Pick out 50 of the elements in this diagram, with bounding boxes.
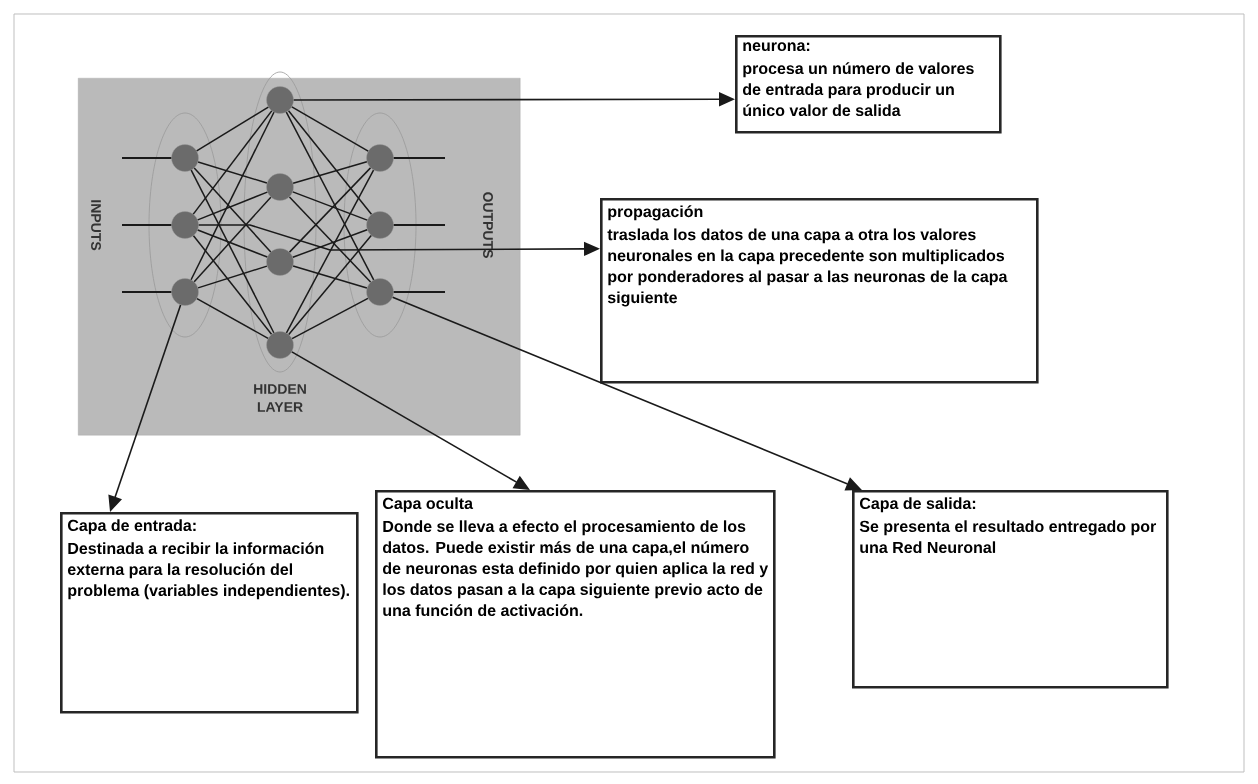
layer-label: HIDDEN LAYER bbox=[254, 384, 306, 412]
connection-line bbox=[291, 106, 369, 152]
connection-line bbox=[292, 229, 368, 258]
text-box: neurona: procesa un número de valores de entrada para producir un único valor de salida bbox=[735, 35, 1002, 134]
connection-line bbox=[195, 106, 270, 152]
connection-line bbox=[192, 235, 273, 335]
connection-line bbox=[292, 161, 368, 184]
neuron-circle bbox=[171, 144, 199, 172]
neuron-circle bbox=[266, 173, 294, 201]
connection-line bbox=[288, 167, 372, 253]
connection-line bbox=[193, 196, 272, 283]
text-box: Capa oculta Donde se lleva a efecto el procesamiento de los datos. Puede existir más de una capa,el número de neuronas esta definido por quien aplica la red y los datos pasan a la capa siguiente previo acto de una función de activación. bbox=[375, 490, 776, 759]
signal-line bbox=[392, 291, 446, 293]
text-box: Capa de entrada: Destinada a recibir la información externa para la resolución del problema (variables independientes). bbox=[60, 512, 359, 714]
signal-line bbox=[121, 291, 173, 293]
connection-line bbox=[190, 111, 275, 281]
connection-line bbox=[197, 161, 268, 184]
connection-line bbox=[285, 169, 375, 334]
connection-line bbox=[192, 110, 273, 215]
signal-line bbox=[392, 157, 446, 159]
connection-line bbox=[287, 109, 373, 216]
neuron-circle bbox=[171, 211, 199, 239]
connection-line bbox=[197, 229, 268, 258]
vertical-label: INPUTS bbox=[91, 200, 101, 251]
connection-line bbox=[291, 297, 369, 340]
signal-line bbox=[392, 224, 446, 226]
text-box: propagación traslada los datos de una capa a otra los valores neuronales en la capa precedente son multiplicados por ponderadores al pasar a las neuronas de la capa siguiente bbox=[600, 198, 1039, 384]
connection-line bbox=[292, 265, 368, 289]
signal-line bbox=[121, 224, 173, 226]
vertical-label: OUTPUTS bbox=[483, 192, 493, 258]
neuron-circle bbox=[366, 211, 394, 239]
connection-line bbox=[197, 265, 268, 289]
connection-line bbox=[288, 234, 372, 336]
neuron-circle bbox=[171, 278, 199, 306]
network-panel bbox=[78, 78, 521, 436]
connection-line bbox=[196, 297, 269, 340]
signal-line bbox=[121, 157, 173, 159]
connection-line bbox=[197, 191, 269, 221]
arrow bbox=[291, 351, 530, 490]
neuron-circle bbox=[366, 144, 394, 172]
connection-line bbox=[288, 196, 372, 283]
neuron-circle bbox=[266, 86, 294, 114]
neuron-circle bbox=[266, 331, 294, 359]
connection-line bbox=[292, 191, 368, 221]
text-box: Capa de salida: Se presenta el resultado entregado por una Red Neuronal bbox=[852, 490, 1169, 689]
connection-line bbox=[190, 169, 275, 334]
neuron-circle bbox=[366, 278, 394, 306]
connection-line bbox=[285, 111, 375, 281]
connection-line bbox=[193, 167, 272, 253]
neuron-circle bbox=[266, 248, 294, 276]
